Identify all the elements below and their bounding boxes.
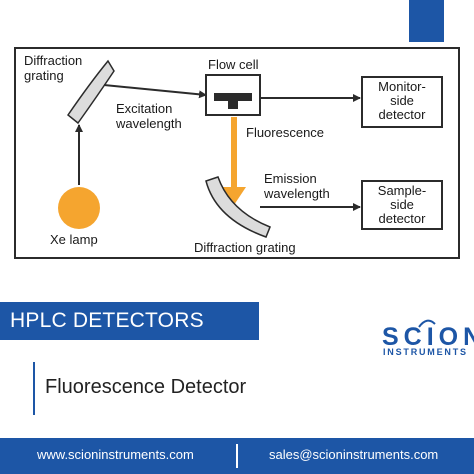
corner-accent-block	[409, 0, 444, 42]
fluorescence-arrow	[222, 117, 246, 205]
diagram-canvas: Diffraction grating Flow cell Monitor- s…	[24, 53, 443, 255]
xe-lamp-label: Xe lamp	[50, 232, 98, 247]
logo-arc-icon	[418, 319, 436, 328]
fluorescence-detector-diagram: Diffraction grating Flow cell Monitor- s…	[14, 47, 460, 259]
monitor-detector-box	[361, 76, 443, 128]
emission-label-line2: wavelength	[263, 186, 330, 201]
excitation-label-line1: Excitation	[116, 101, 172, 116]
footer-email-link[interactable]: sales@scioninstruments.com	[269, 447, 439, 462]
fluorescence-label: Fluorescence	[246, 125, 324, 140]
scion-logo: SCION INSTRUMENTS	[380, 319, 474, 360]
sample-detector-label-line1: Sample-	[378, 183, 426, 198]
logo-wordmark: SCION	[382, 323, 474, 351]
emission-label-line1: Emission	[264, 171, 317, 186]
footer-separator	[236, 444, 238, 468]
subtitle-divider	[33, 362, 35, 415]
flow-cell-shape	[205, 74, 261, 116]
sample-detector-label-line3: detector	[379, 211, 427, 226]
top-grating-label-line1: Diffraction	[24, 53, 82, 68]
footer-bar: www.scioninstruments.com sales@scioninst…	[0, 438, 474, 474]
top-diffraction-grating-shape	[66, 59, 115, 125]
monitor-detector-label-line1: Monitor-	[378, 79, 426, 94]
monitor-detector-label-line2: side	[390, 93, 414, 108]
top-grating-label-line2: grating	[24, 68, 64, 83]
sample-detector-box	[361, 180, 443, 230]
page-title: HPLC DETECTORS	[10, 309, 204, 332]
logo-subtext: INSTRUMENTS	[383, 347, 468, 357]
page-subtitle: Fluorescence Detector	[45, 376, 247, 398]
footer-website-link[interactable]: www.scioninstruments.com	[37, 447, 194, 462]
xe-lamp-shape	[58, 187, 100, 229]
sample-detector-label-line2: side	[390, 197, 414, 212]
monitor-detector-label-line3: detector	[379, 107, 427, 122]
bottom-diffraction-grating-shape	[205, 176, 271, 238]
excitation-label-line2: wavelength	[115, 116, 182, 131]
excitation-beam	[103, 84, 207, 99]
title-banner: HPLC DETECTORS	[0, 302, 259, 340]
bottom-grating-label: Diffraction grating	[194, 240, 296, 255]
flow-cell-label: Flow cell	[208, 57, 259, 72]
